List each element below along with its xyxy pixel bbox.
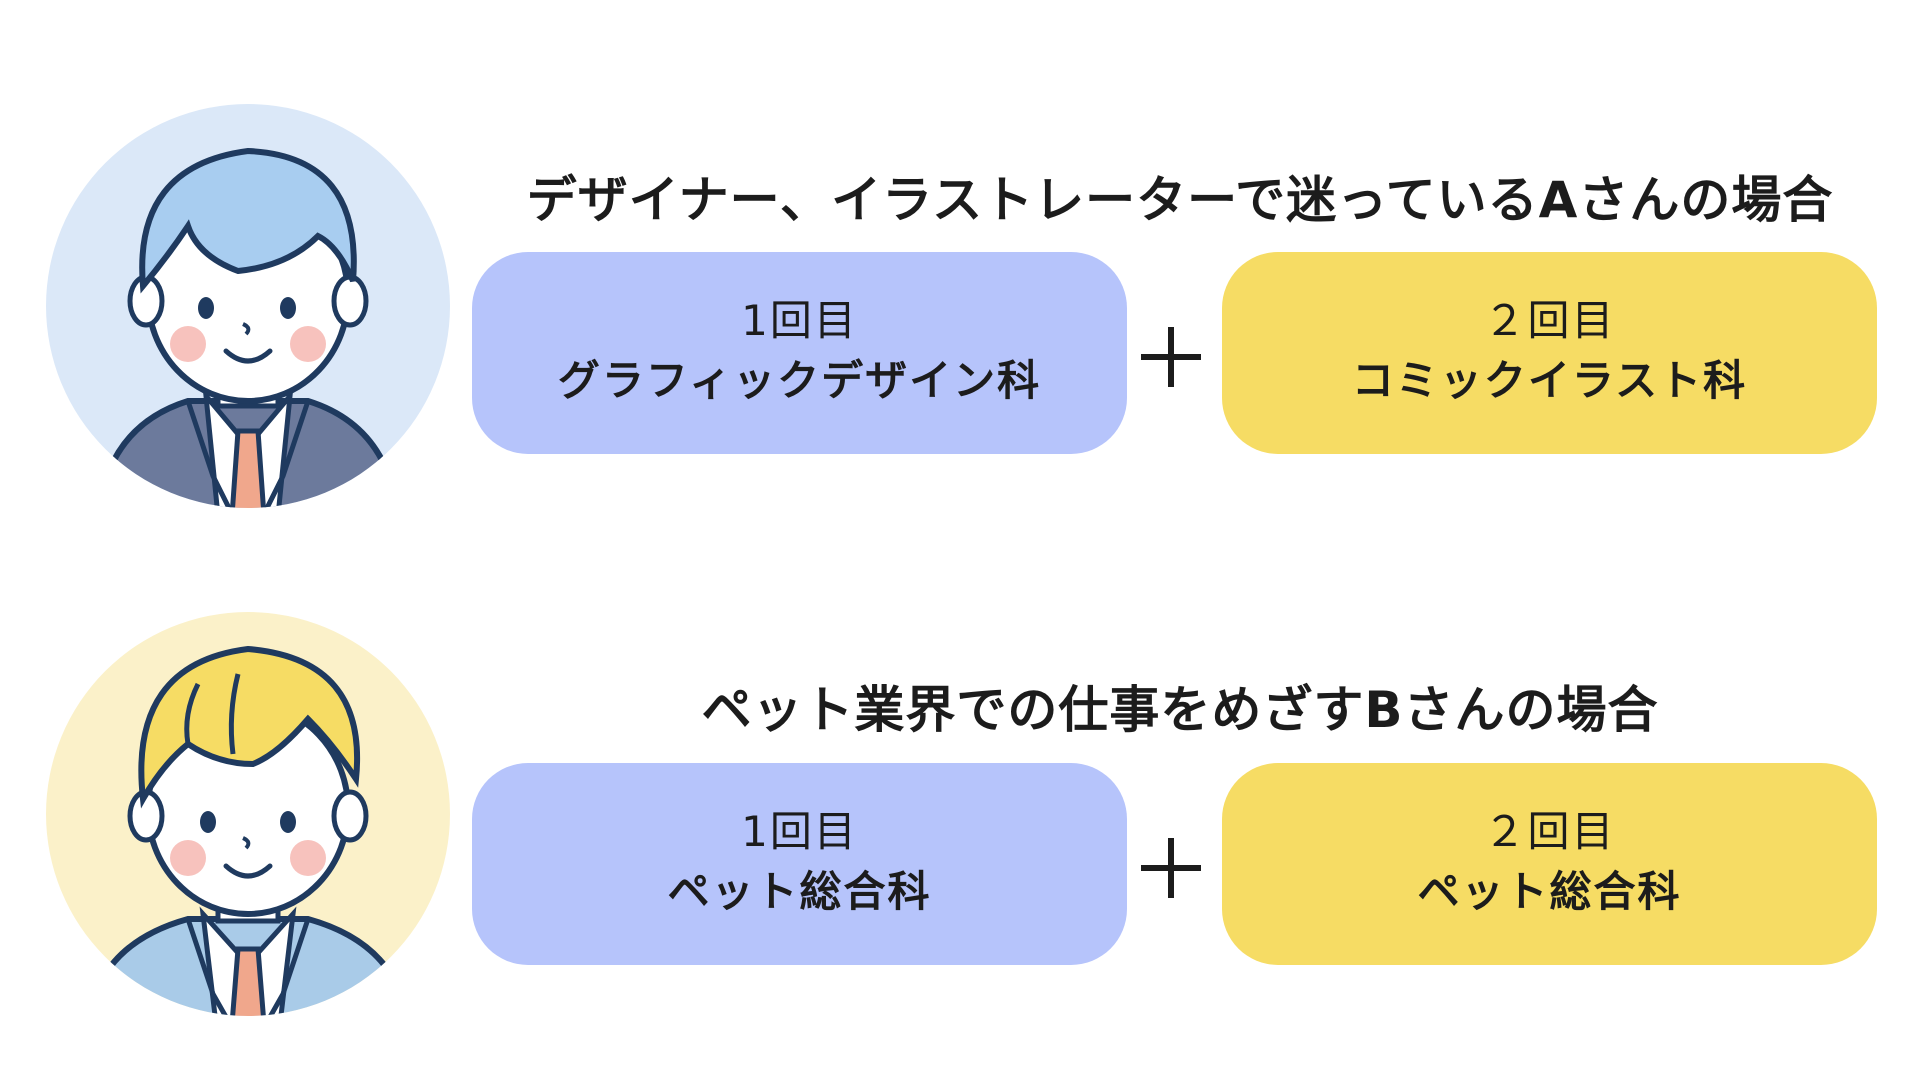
plus-icon xyxy=(1141,838,1201,898)
plus-icon xyxy=(1141,327,1201,387)
businessman-blue-hair-avatar-icon xyxy=(38,96,458,516)
case-b-first-course-card: 1回目 ペット総合科 xyxy=(472,763,1127,965)
case-b-first-round-label: 1回目 xyxy=(741,807,858,856)
case-b-second-course-name: ペット総合科 xyxy=(1417,867,1682,916)
case-a-first-course-card: 1回目 グラフィックデザイン科 xyxy=(472,252,1127,454)
case-b-first-course-name: ペット総合科 xyxy=(667,867,932,916)
case-a-second-course-name: コミックイラスト科 xyxy=(1351,356,1748,405)
case-a-first-course-name: グラフィックデザイン科 xyxy=(557,356,1042,405)
case-a-second-course-card: ２回目 コミックイラスト科 xyxy=(1222,252,1877,454)
businessman-yellow-hair-avatar-icon xyxy=(38,604,458,1024)
case-b-second-course-card: ２回目 ペット総合科 xyxy=(1222,763,1877,965)
case-b-second-round-label: ２回目 xyxy=(1483,807,1616,856)
case-a-title: デザイナー、イラストレーターで迷っているAさんの場合 xyxy=(526,171,1834,229)
case-b-title: ペット業界での仕事をめざすBさんの場合 xyxy=(701,681,1659,739)
case-a-second-round-label: ２回目 xyxy=(1483,296,1616,345)
case-a-first-round-label: 1回目 xyxy=(741,296,858,345)
